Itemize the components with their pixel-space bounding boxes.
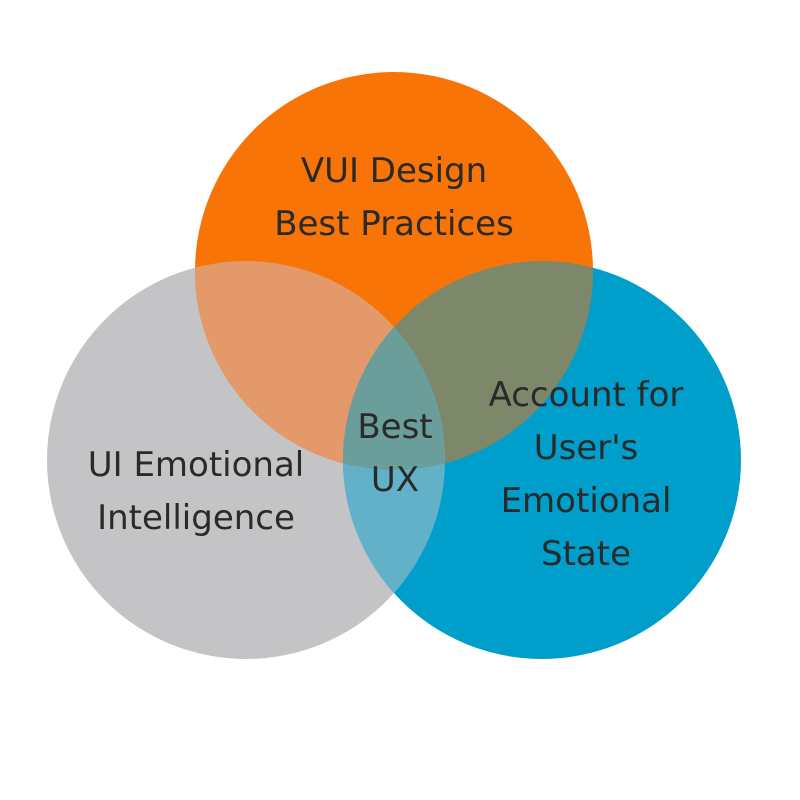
user-label-line-3: Emotional	[501, 481, 672, 521]
center-label-line-1: Best	[357, 407, 432, 447]
ui-label-line-2: Intelligence	[97, 498, 295, 538]
user-label-line-4: State	[541, 534, 631, 574]
center-label-line-2: UX	[371, 460, 419, 500]
user-label-line-1: Account for	[489, 375, 684, 415]
vui-label-line-2: Best Practices	[274, 204, 514, 244]
user-label-line-2: User's	[534, 428, 639, 468]
ui-label-line-1: UI Emotional	[88, 445, 305, 485]
vui-label-line-1: VUI Design	[301, 151, 487, 191]
